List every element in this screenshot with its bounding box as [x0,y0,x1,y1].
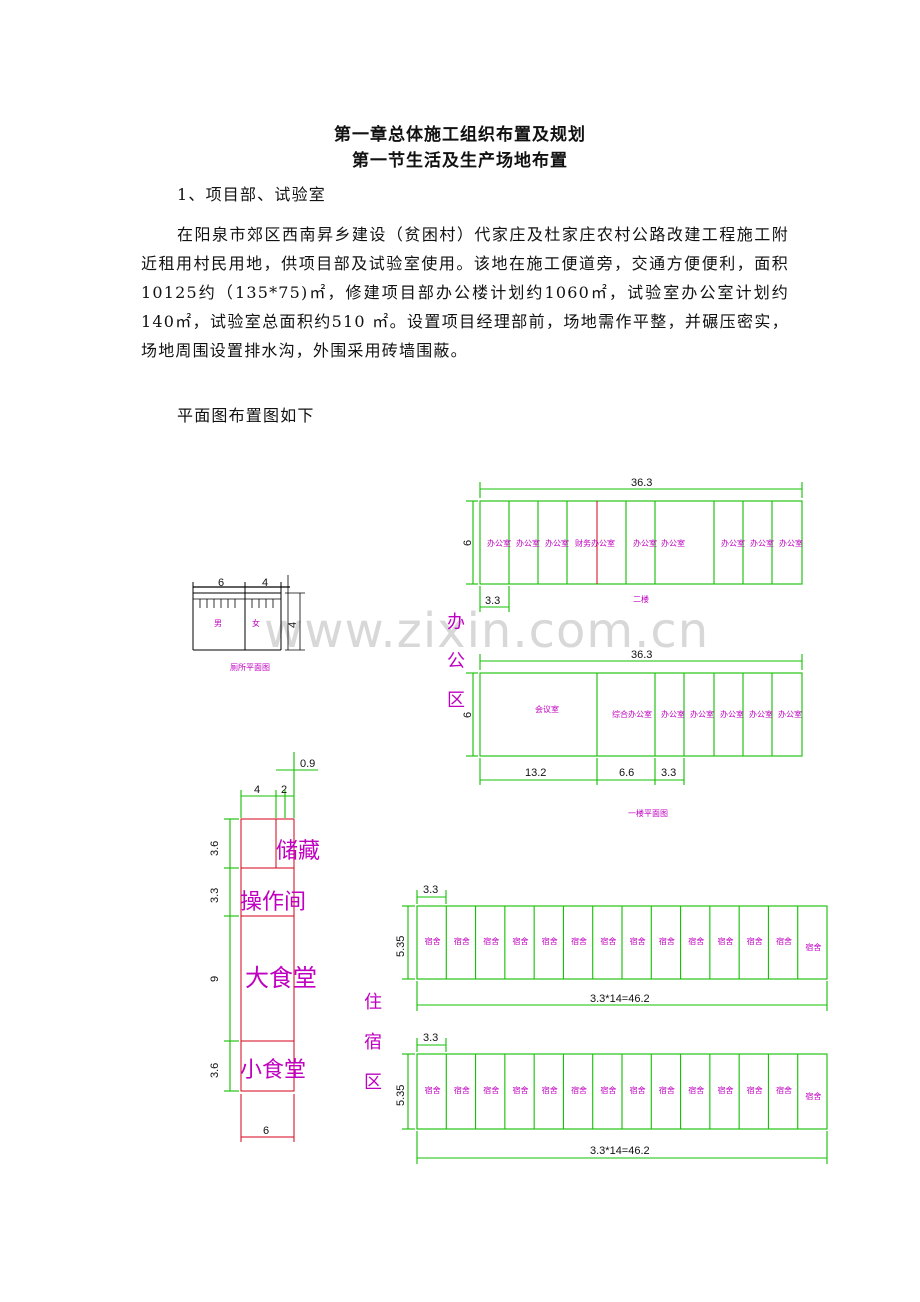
floor1-room-5: 办公室 [720,709,744,719]
dorm2-room-label: 宿舍 [454,1085,470,1095]
dorm2-room-label: 宿舍 [688,1085,704,1095]
section-title: 第一节生活及生产场地布置 [352,151,568,171]
canteen-plan: 0.9 4 2 3.6 3.3 9 3.6 储藏 操作间 大食堂 小食堂 6 [209,752,320,1142]
canteen-height-1: 3.6 [209,841,221,856]
canteen-room-prep: 操作间 [240,890,306,915]
floor1-total-width: 36.3 [631,649,652,661]
dorm2-room-label: 宿舍 [571,1085,587,1095]
dorm-zone-char-2: 宿 [364,1032,382,1053]
layout-intro: 平面图布置图如下 [177,406,315,425]
floor2-total-width: 36.3 [631,477,652,489]
canteen-height-3: 9 [209,976,221,982]
canteen-height-4: 3.6 [209,1063,221,1078]
chapter-title: 第一章总体施工组织布置及规划 [334,125,586,145]
office-zone-char-2: 公 [447,651,465,672]
dorm2-unit-width: 3.3 [423,1032,438,1044]
floor2-walls [508,501,773,584]
dorm2-room-label: 宿舍 [805,1091,821,1101]
dorm2-room-label: 宿舍 [718,1085,734,1095]
floor2-caption: 二楼 [633,594,649,604]
dorm1-room-label: 宿舍 [513,936,529,946]
floor1-dim-3: 3.3 [661,767,676,779]
dorm1-unit-width: 3.3 [423,884,438,896]
office-floor1-plan: 36.3 6 13.2 6.6 3.3 会议室 综合办公室 办公室 办公室 办公… [462,649,803,818]
office-zone-char-1: 办 [447,612,465,633]
toilet-dim-height: 4 [287,622,299,628]
canteen-dim-top-right: 0.9 [300,758,315,770]
toilet-male-label: 男 [214,619,222,628]
dorm-row-2: 3.3 5.35 宿舍宿舍宿舍宿舍宿舍宿舍宿舍宿舍宿舍宿舍宿舍宿舍宿舍宿舍 3.… [395,1032,828,1164]
dorm-zone-char-3: 区 [364,1072,382,1093]
office-zone-char-3: 区 [447,690,465,711]
dorm1-room-label: 宿舍 [659,936,675,946]
floor2-room-8: 办公室 [750,538,774,548]
dorm1-room-label: 宿舍 [718,936,734,946]
floor2-room-1: 办公室 [487,538,511,548]
floor1-caption: 一楼平面图 [628,808,668,818]
office-floor2-plan: 36.3 6 3.3 办公室 办公室 办公室 财务办公室 办公室 办公室 办公室… [462,477,803,612]
item-heading: 1、项目部、试验室 [177,185,326,204]
floor2-room-6: 办公室 [661,538,685,548]
dorm1-room-label: 宿舍 [542,936,558,946]
dorm2-room-label: 宿舍 [483,1085,499,1095]
floor1-dim-1: 13.2 [525,767,546,779]
dorm1-room-label: 宿舍 [776,936,792,946]
dorm1-room-label: 宿舍 [483,936,499,946]
dorm1-room-label: 宿舍 [805,942,821,952]
floor2-room-5: 办公室 [633,538,657,548]
canteen-room-small: 小食堂 [240,1058,306,1083]
floor2-unit-width: 3.3 [485,595,500,607]
toilet-dim-right: 4 [262,577,268,589]
floor1-room-4: 办公室 [690,709,714,719]
toilet-plan: 6 4 4 男 女 厕所平面图 [192,575,305,672]
dorm2-room-label: 宿舍 [630,1085,646,1095]
dorm1-room-label: 宿舍 [630,936,646,946]
dorm2-room-label: 宿舍 [542,1085,558,1095]
body-paragraph: 在阳泉市郊区西南昇乡建设（贫困村）代家庄及杜家庄农村公路改建工程施工附近租用村民… [141,225,789,360]
canteen-dim-top-mid: 2 [281,784,287,796]
dorm1-room-label: 宿舍 [425,936,441,946]
dorm1-room-label: 宿舍 [571,936,587,946]
dorm2-room-label: 宿舍 [659,1085,675,1095]
dorm1-room-label: 宿舍 [747,936,763,946]
dorm1-height: 5.35 [395,936,407,957]
floor1-height: 6 [462,712,474,718]
dorm2-height: 5.35 [395,1085,407,1106]
canteen-dim-top-left: 4 [254,784,260,796]
dorm-zone-char-1: 住 [364,992,382,1013]
canteen-width: 6 [263,1125,269,1137]
dorm2-room-label: 宿舍 [600,1085,616,1095]
canteen-room-large: 大食堂 [245,964,317,992]
floor1-room-6: 办公室 [749,709,773,719]
floor1-room-3: 办公室 [661,709,685,719]
floor1-room-2: 综合办公室 [612,709,652,719]
watermark: www.zixin.com.cn [264,603,710,659]
floor2-height: 6 [462,540,474,546]
dorm-row-1: 3.3 5.35 宿舍宿舍宿舍宿舍宿舍宿舍宿舍宿舍宿舍宿舍宿舍宿舍宿舍宿舍 3.… [395,884,828,1011]
dorm2-room-label: 宿舍 [776,1085,792,1095]
floor2-room-3: 办公室 [545,538,569,548]
dorm2-room-label: 宿舍 [747,1085,763,1095]
floor2-room-2: 办公室 [516,538,540,548]
toilet-female-label: 女 [252,618,260,628]
dorm1-room-label: 宿舍 [600,936,616,946]
floor1-room-7: 办公室 [778,709,802,719]
floor2-room-4: 财务办公室 [575,538,615,548]
floor2-room-9: 办公室 [779,538,803,548]
canteen-room-storage: 储藏 [276,839,320,864]
floor1-dim-2: 6.6 [619,767,634,779]
dorm1-room-label: 宿舍 [688,936,704,946]
dorm2-total: 3.3*14=46.2 [590,1145,650,1157]
dorm1-room-label: 宿舍 [454,936,470,946]
floor1-walls [596,673,773,756]
toilet-caption: 厕所平面图 [230,662,270,672]
toilet-dim-left: 6 [218,577,224,589]
dorm2-room-label: 宿舍 [425,1085,441,1095]
dorm2-room-label: 宿舍 [513,1085,529,1095]
floor2-room-7: 办公室 [721,538,745,548]
dorm1-total: 3.3*14=46.2 [590,993,650,1005]
floor1-room-1: 会议室 [535,704,559,714]
canteen-height-2: 3.3 [209,888,221,903]
